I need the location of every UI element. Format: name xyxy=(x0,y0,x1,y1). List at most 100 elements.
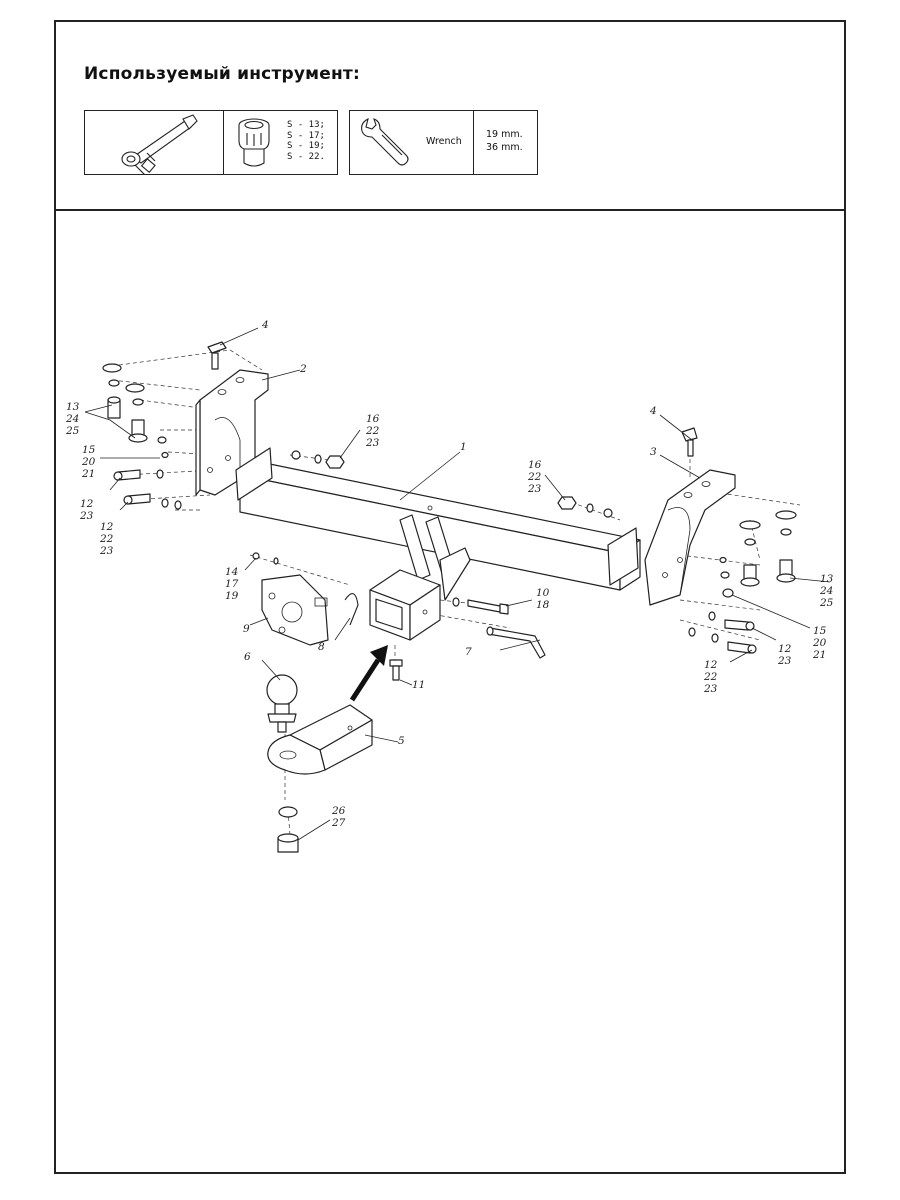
callout-text: 25 xyxy=(819,597,834,609)
callout-text: 16 xyxy=(366,413,380,425)
bolt-4-left xyxy=(207,341,227,370)
callout-label: 7 xyxy=(465,646,472,658)
callout-text: 20 xyxy=(81,456,96,468)
callout-label: 6 xyxy=(244,651,251,663)
callout-text: 17 xyxy=(225,578,239,590)
callout-text: 19 xyxy=(225,590,239,602)
socket-size-list: S - 13; S - 17; S - 19; S - 22. xyxy=(287,120,325,162)
callout-label: 4 xyxy=(261,319,269,331)
callout-label: 5 xyxy=(398,735,405,747)
socket-size: S - 22. xyxy=(287,151,325,162)
direction-arrow xyxy=(349,645,388,702)
callout-label: 12 23 xyxy=(79,498,97,522)
bolt-4-right xyxy=(681,427,698,457)
callout-text: 23 xyxy=(99,545,114,557)
callout-label: 13 24 25 xyxy=(819,573,837,609)
callout-label: 16 22 23 xyxy=(365,413,383,449)
socket-head-icon xyxy=(238,118,270,167)
wrench-cell: Wrench xyxy=(350,111,473,174)
callout-label: 10 18 xyxy=(536,587,553,611)
wrench-label: Wrench xyxy=(426,136,462,147)
callout-text: 4 xyxy=(649,405,657,417)
callout-text: 5 xyxy=(398,735,405,747)
callout-text: 22 xyxy=(703,671,718,683)
bolt-10 xyxy=(452,597,509,615)
callout-text: 8 xyxy=(318,641,325,653)
tool-box-wrench: Wrench 19 mm. 36 mm. xyxy=(349,110,538,175)
tow-ball xyxy=(266,674,298,733)
wrench-sizes-cell: 19 mm. 36 mm. xyxy=(473,111,537,174)
hitch-pin-7 xyxy=(486,626,546,659)
callout-text: 23 xyxy=(703,683,718,695)
callout-text: 24 xyxy=(65,413,79,425)
callout-label: 8 xyxy=(318,641,325,653)
callout-label: 16 22 23 xyxy=(527,459,545,495)
callout-text: 13 xyxy=(66,401,80,413)
receiver-hitch xyxy=(369,514,471,641)
callout-text: 12 xyxy=(778,643,792,655)
callout-label: 12 22 23 xyxy=(703,659,721,695)
callout-text: 23 xyxy=(777,655,792,667)
callout-label: 4 xyxy=(649,405,657,417)
tool-box-socket-set: S - 13; S - 17; S - 19; S - 22. xyxy=(84,110,338,178)
tools-title: Используемый инструмент: xyxy=(84,64,360,84)
callout-label: 14 17 19 xyxy=(225,566,242,602)
ratchet-cell xyxy=(85,111,223,178)
callout-text: 15 xyxy=(813,625,827,637)
callout-text: 20 xyxy=(812,637,827,649)
callout-label: 9 xyxy=(243,623,250,635)
socket-size: S - 13; xyxy=(287,120,325,130)
callout-text: 14 xyxy=(225,566,238,578)
electrical-socket-plate xyxy=(252,552,329,646)
callout-text: 21 xyxy=(81,468,95,480)
callout-label: 11 xyxy=(412,679,425,691)
callout-text: 22 xyxy=(365,425,380,437)
callout-leaders xyxy=(84,327,831,841)
callout-text: 12 xyxy=(100,521,114,533)
callout-label: 2 xyxy=(299,363,307,375)
callout-text: 22 xyxy=(99,533,114,545)
callout-text: 9 xyxy=(243,623,250,635)
callout-text: 22 xyxy=(527,471,542,483)
callout-label: 15 20 21 xyxy=(81,444,99,480)
wrench-size: 19 mm. xyxy=(486,129,523,140)
callout-label: 13 24 25 xyxy=(65,401,83,437)
callout-label: 12 23 xyxy=(777,643,795,667)
section-divider xyxy=(56,209,844,211)
wrench-size: 36 mm. xyxy=(486,142,523,153)
left-fasteners xyxy=(102,363,182,510)
callout-text: 4 xyxy=(261,319,269,331)
callout-text: 23 xyxy=(79,510,94,522)
callout-labels: 4 2 1 3 4 13 24 25 15 20 21 12 23 12 22 … xyxy=(65,319,837,829)
callout-label: 15 20 21 xyxy=(812,625,830,661)
callout-text: 12 xyxy=(704,659,718,671)
callout-text: 12 xyxy=(80,498,94,510)
callout-text: 18 xyxy=(536,599,550,611)
callout-label: 26 27 xyxy=(331,805,349,829)
callout-label: 3 xyxy=(650,446,657,458)
callout-text: 23 xyxy=(365,437,380,449)
callout-text: 23 xyxy=(527,483,542,495)
ball-mount xyxy=(267,704,373,775)
page-frame: Используемый инструмент: xyxy=(54,20,846,1174)
socket-size: S - 19; xyxy=(287,141,325,151)
wrench-size-list: 19 mm. 36 mm. xyxy=(486,128,523,154)
callout-text: 15 xyxy=(82,444,96,456)
callout-label: 12 22 23 xyxy=(99,521,117,557)
callout-text: 27 xyxy=(331,817,346,829)
callout-text: 6 xyxy=(244,651,251,663)
callout-text: 10 xyxy=(536,587,550,599)
right-bracket xyxy=(644,469,736,606)
socket-size: S - 17; xyxy=(287,130,325,141)
spring-clip xyxy=(344,593,359,626)
right-fasteners xyxy=(688,510,797,654)
ratchet-wrench-icon xyxy=(121,114,198,178)
callout-text: 25 xyxy=(65,425,80,437)
callout-text: 16 xyxy=(528,459,542,471)
callout-text: 26 xyxy=(331,805,346,817)
callout-text: 7 xyxy=(465,646,472,658)
socket-cell: S - 13; S - 17; S - 19; S - 22. xyxy=(223,111,337,174)
bolt-11 xyxy=(389,659,403,681)
callout-text: 3 xyxy=(650,446,657,458)
